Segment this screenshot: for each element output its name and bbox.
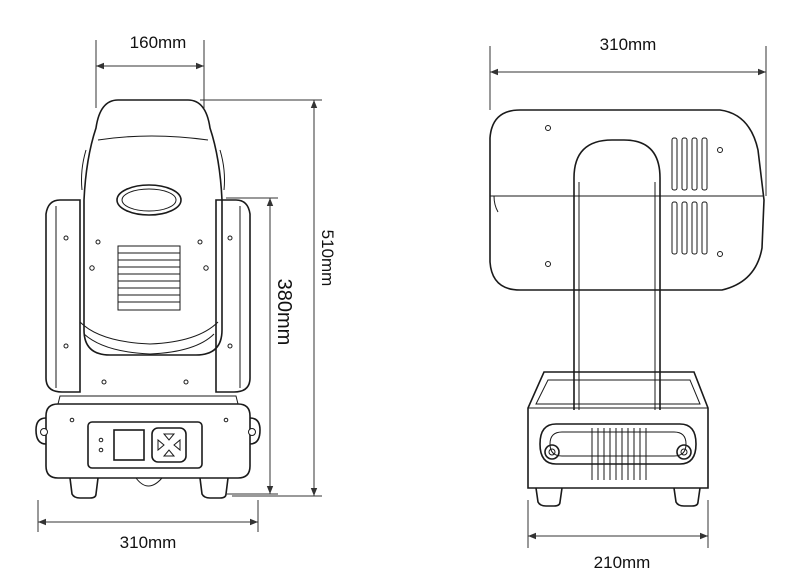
side-yoke-arm xyxy=(573,139,661,410)
side-handle xyxy=(539,423,697,465)
side-dimensions: 310mm 210mm xyxy=(489,35,767,572)
dim-front-height-inner: 380mm xyxy=(273,279,295,346)
side-view xyxy=(489,109,765,507)
side-head-body xyxy=(489,109,765,291)
dim-front-width-bottom: 310mm xyxy=(120,533,177,552)
side-vents xyxy=(671,137,708,255)
front-base xyxy=(45,403,251,479)
display-screen xyxy=(113,429,145,461)
left-yoke-arm xyxy=(45,199,81,393)
front-vent-grille xyxy=(117,245,181,311)
control-keypad xyxy=(151,427,187,463)
dim-front-width-top: 160mm xyxy=(130,33,187,52)
dim-front-height-total: 510mm xyxy=(318,230,337,287)
front-lens-oval xyxy=(116,184,182,216)
front-view xyxy=(35,99,261,499)
right-yoke-arm xyxy=(215,199,251,393)
control-panel xyxy=(87,421,203,469)
side-base xyxy=(527,371,709,489)
dim-side-width-bottom: 210mm xyxy=(594,553,651,572)
moving-head-body xyxy=(83,99,223,356)
dim-side-width-top: 310mm xyxy=(600,35,657,54)
front-dimensions: 160mm 380mm 510mm 310mm xyxy=(37,33,337,552)
